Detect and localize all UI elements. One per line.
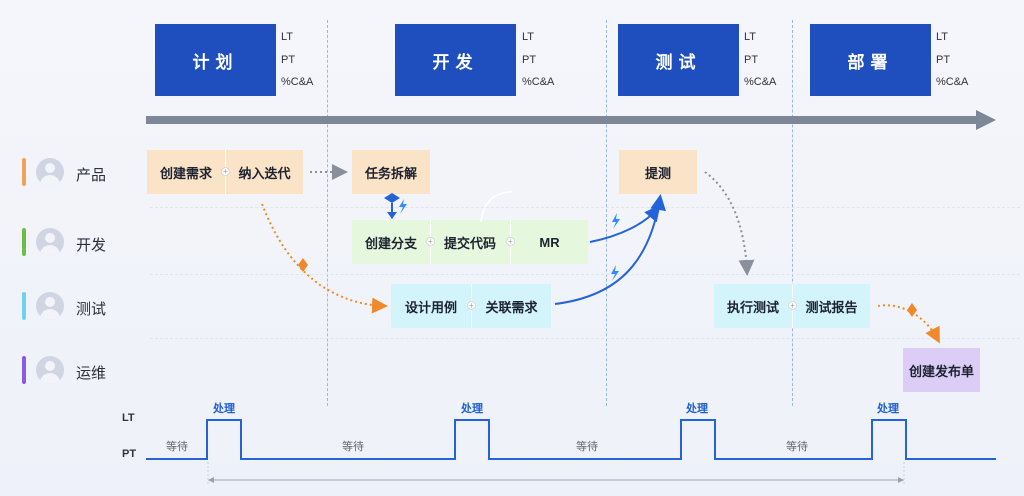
user-avatar-icon (36, 356, 64, 384)
lane-product-bar (22, 158, 26, 186)
plus-icon: + (221, 167, 230, 176)
link-requirement-card[interactable]: 关联需求 (485, 299, 538, 315)
flow-arrow (554, 194, 666, 305)
lead-time-range-line (207, 462, 905, 486)
lane-separator (150, 338, 1020, 339)
add-to-iteration-card[interactable]: 纳入迭代 (238, 165, 291, 181)
lane-test-bar (22, 292, 26, 320)
flow-arrow (480, 191, 513, 223)
user-avatar-icon (36, 158, 64, 186)
stage-plan: 计划 (155, 24, 276, 96)
create-branch-card[interactable]: 创建分支 (364, 235, 417, 251)
lt-pt-wave (146, 419, 996, 460)
stage-test-pt: PT (744, 54, 759, 66)
lane-ops-label: 运维 (76, 365, 107, 382)
flow-arrow (877, 304, 940, 344)
lightning-icon (399, 199, 407, 214)
stage-test-ca: %C&A (744, 76, 777, 88)
lightning-icon (612, 213, 620, 229)
lane-dev-label: 开发 (76, 237, 107, 254)
plus-icon: + (788, 301, 797, 310)
design-cases-card[interactable]: 设计用例 (404, 299, 457, 315)
stage-divider (327, 20, 328, 406)
plus-icon: + (506, 237, 515, 246)
task-split-card[interactable]: 任务拆解 (352, 150, 430, 194)
stage-divider (606, 20, 607, 406)
lane-separator (150, 274, 1020, 275)
diamond-marker-icon (907, 303, 917, 317)
product-card-group: 创建需求 + 纳入迭代 (147, 150, 303, 194)
stage-deploy: 部署 (810, 24, 931, 96)
test-card-group-2: 执行测试 + 测试报告 (714, 284, 870, 328)
lightning-icon (611, 265, 619, 281)
lane-separator (150, 207, 1020, 208)
user-avatar-icon (36, 228, 64, 256)
wait-label: 等待 (786, 441, 808, 453)
stage-plan-lt: LT (281, 31, 294, 43)
stage-dev: 开发 (395, 24, 516, 96)
user-avatar-icon (36, 292, 64, 320)
process-label: 处理 (686, 403, 708, 415)
process-timeline-arrow (146, 110, 996, 130)
merge-request-card[interactable]: MR (539, 234, 560, 250)
stage-plan-ca: %C&A (281, 76, 314, 88)
lane-product-label: 产品 (76, 167, 107, 184)
dev-card-group: 创建分支 + 提交代码 + MR (352, 220, 588, 264)
flow-arrow (589, 204, 661, 243)
lt-axis-label: LT (122, 412, 135, 424)
plus-icon: + (426, 237, 435, 246)
plus-icon: + (467, 301, 476, 310)
process-label: 处理 (877, 403, 899, 415)
stage-deploy-lt: LT (936, 31, 949, 43)
lane-dev-bar (22, 228, 26, 256)
create-release-card[interactable]: 创建发布单 (903, 348, 980, 392)
wait-label: 等待 (576, 441, 598, 453)
stage-divider (792, 20, 793, 406)
wait-label: 等待 (166, 441, 188, 453)
stage-test: 测试 (618, 24, 739, 96)
stage-dev-ca: %C&A (522, 76, 555, 88)
test-card-group-1: 设计用例 + 关联需求 (391, 284, 551, 328)
stage-dev-pt: PT (522, 54, 537, 66)
process-label: 处理 (461, 403, 483, 415)
commit-code-card[interactable]: 提交代码 (443, 235, 496, 251)
flow-arrow (704, 171, 755, 276)
stage-test-lt: LT (744, 31, 757, 43)
pt-axis-label: PT (122, 448, 137, 460)
flow-arrow (261, 203, 388, 314)
stage-plan-pt: PT (281, 54, 296, 66)
split-down-arrow-icon (384, 193, 400, 219)
stage-dev-lt: LT (522, 31, 535, 43)
stage-deploy-ca: %C&A (936, 76, 969, 88)
submit-test-card[interactable]: 提测 (619, 150, 697, 194)
lane-ops-bar (22, 356, 26, 384)
diamond-marker-icon (298, 258, 308, 272)
create-requirement-card[interactable]: 创建需求 (159, 165, 212, 181)
stage-deploy-pt: PT (936, 54, 951, 66)
test-report-card[interactable]: 测试报告 (805, 299, 858, 315)
execute-test-card[interactable]: 执行测试 (726, 299, 779, 315)
wait-label: 等待 (342, 441, 364, 453)
process-label: 处理 (213, 403, 235, 415)
lane-test-label: 测试 (76, 301, 107, 318)
